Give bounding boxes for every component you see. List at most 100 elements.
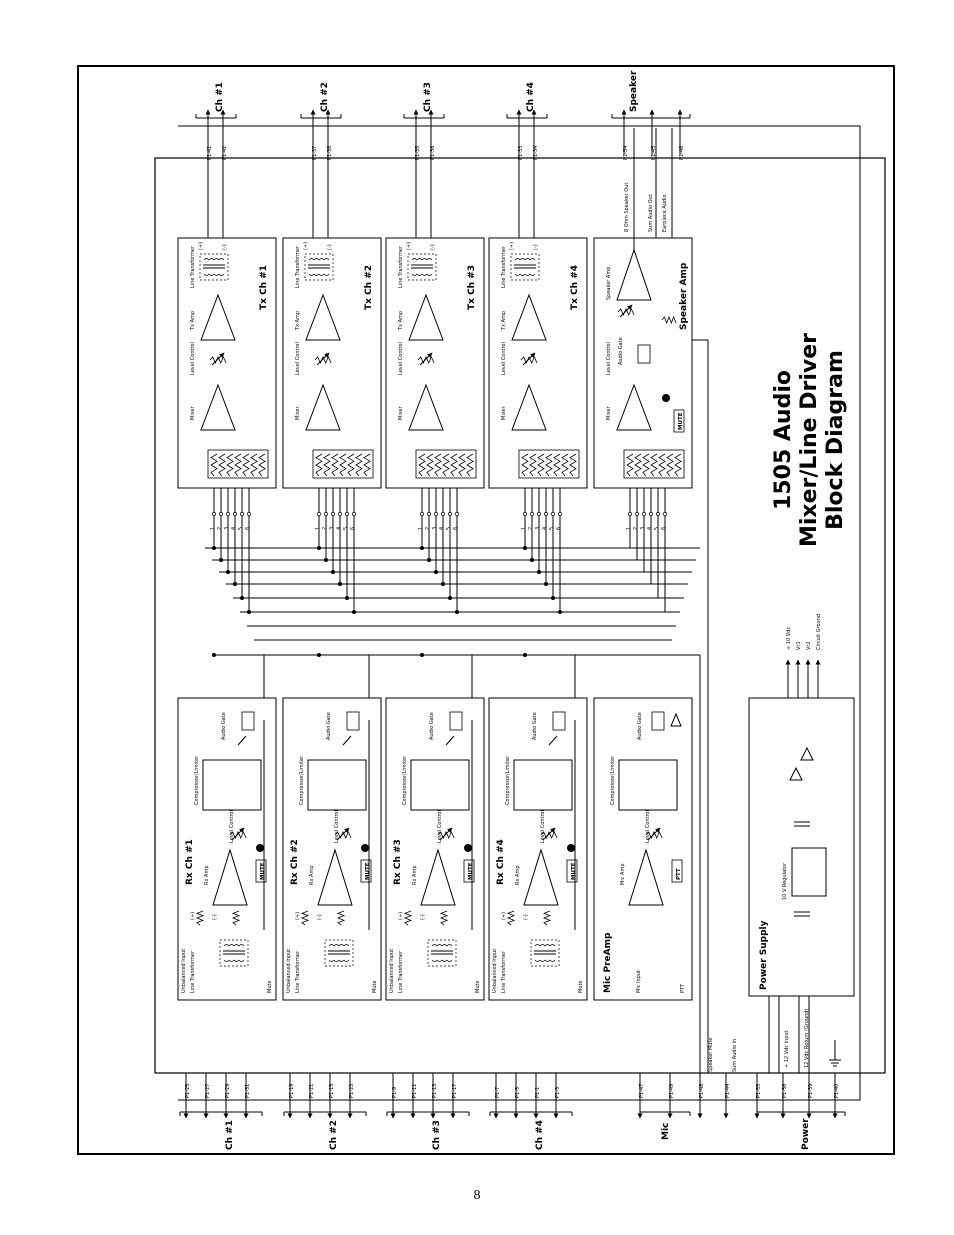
mix-resistor-icon xyxy=(226,453,234,477)
input-resistor-icon xyxy=(195,910,205,926)
mix-resistor-icon xyxy=(634,453,642,477)
junction-dot xyxy=(345,596,349,600)
title-line-3: Block Diagram xyxy=(823,350,848,530)
rx-channel-title: Rx Ch #4 xyxy=(496,839,506,885)
mute-led-icon xyxy=(464,844,472,852)
plus-label: (+) xyxy=(406,242,412,250)
input-resistor-icon xyxy=(403,910,413,926)
junction-dot xyxy=(212,546,216,550)
mixer-resistor-bank xyxy=(415,449,477,479)
regulator-box xyxy=(791,847,827,897)
mix-resistor-icon xyxy=(466,453,474,477)
junction-dot xyxy=(233,582,237,586)
junction-dot xyxy=(455,610,459,614)
pin-label: P1-3 xyxy=(555,1087,561,1098)
rx-channel-title: Rx Ch #1 xyxy=(185,839,195,885)
junction-dot xyxy=(530,558,534,562)
mix-resistor-icon xyxy=(537,453,545,477)
title-line-1: 1505 Audio xyxy=(771,370,796,510)
junction-dot xyxy=(537,570,541,574)
coil-top xyxy=(534,944,541,947)
switch-number: 1 xyxy=(210,527,216,530)
compressor-box xyxy=(513,759,573,811)
pin-label: P1-44 xyxy=(725,1084,731,1098)
switch-contact xyxy=(544,512,548,516)
switch-contact xyxy=(338,512,342,516)
mute-badge xyxy=(255,859,267,883)
transformer-icon xyxy=(530,939,560,967)
rx-amp-icon xyxy=(523,848,559,906)
gate-switch xyxy=(445,735,455,746)
mixer-resistor-bank xyxy=(518,449,580,479)
coil-top xyxy=(544,944,551,947)
coil-bottom xyxy=(308,273,315,276)
tx-amp-icon xyxy=(511,293,547,341)
power-group-label: Power xyxy=(801,1118,811,1150)
tx-channel-title: Tx Ch #1 xyxy=(259,265,269,310)
tx-block-outline xyxy=(177,237,277,489)
unbalanced-input-label: Unbalanced Input xyxy=(492,949,498,993)
junction-dot xyxy=(219,558,223,562)
junction-dot xyxy=(240,596,244,600)
switch-contact xyxy=(628,512,632,516)
junction-dot xyxy=(441,582,445,586)
pin-label: P1-19 xyxy=(289,1084,295,1098)
switch-number: 6 xyxy=(661,527,667,530)
mute-badge xyxy=(463,859,475,883)
mixer-resistor-bank xyxy=(623,449,685,479)
compressor-label: Compressor/Limiter xyxy=(402,755,408,805)
mixer-label: Mixer xyxy=(190,405,196,420)
tx-channel-title: Tx Ch #2 xyxy=(364,265,374,310)
switch-contact xyxy=(649,512,653,516)
mix-resistor-icon xyxy=(315,453,323,477)
speaker-mute-label: Speaker Mute xyxy=(708,1038,714,1072)
switch-number: 5 xyxy=(654,527,660,530)
input-resistor-icon xyxy=(439,910,449,926)
mute-badge-text: MUTE xyxy=(468,862,474,880)
switch-contact xyxy=(558,512,562,516)
compressor-label: Compressor/Limiter xyxy=(194,755,200,805)
mixer-label: Mixer xyxy=(398,405,404,420)
transformer-icon xyxy=(304,253,334,281)
junction-dot xyxy=(420,546,424,550)
rx-amp-label: Rx Amp xyxy=(412,866,418,886)
switch-contact xyxy=(663,512,667,516)
minus-label: (-) xyxy=(523,914,529,920)
coil-bottom xyxy=(313,273,320,276)
pin-label: P1-5 xyxy=(515,1087,521,1098)
minus-label: (-) xyxy=(420,914,426,920)
switch-number: 6 xyxy=(245,527,251,530)
mixer-icon xyxy=(511,383,547,431)
pin-label: P1-42 xyxy=(222,146,228,160)
pot-arrow xyxy=(336,827,350,841)
switch-contact xyxy=(226,512,230,516)
switch-number: 2 xyxy=(528,527,534,530)
coil-bottom xyxy=(519,273,526,276)
audio-gate-box xyxy=(449,711,463,731)
pin-label: P1-40 xyxy=(834,1084,840,1098)
coil-top xyxy=(441,944,448,947)
pin-label: P1-37 xyxy=(312,146,318,160)
coil-bottom xyxy=(228,959,235,962)
coil-bottom xyxy=(524,273,531,276)
rx-channel-title: Rx Ch #2 xyxy=(290,839,300,885)
pin-label: P1-1 xyxy=(535,1087,541,1098)
pin-label: P1-29 xyxy=(225,1084,231,1098)
pin-label: P1-41 xyxy=(207,146,213,160)
pin-label: P1-47 xyxy=(639,1084,645,1098)
ptt-badge-text: PTT xyxy=(676,868,682,880)
switch-number: 3 xyxy=(329,527,335,530)
pot-arrow xyxy=(231,827,245,841)
coil-bottom xyxy=(544,959,551,962)
speaker-out-label: 8 Ohm Speaker Out xyxy=(624,183,630,232)
switch-contact xyxy=(317,512,321,516)
mix-resistor-icon xyxy=(426,453,434,477)
coil-top xyxy=(426,258,433,261)
mixer-resistor-bank xyxy=(207,449,269,479)
mix-resistor-icon xyxy=(339,453,347,477)
